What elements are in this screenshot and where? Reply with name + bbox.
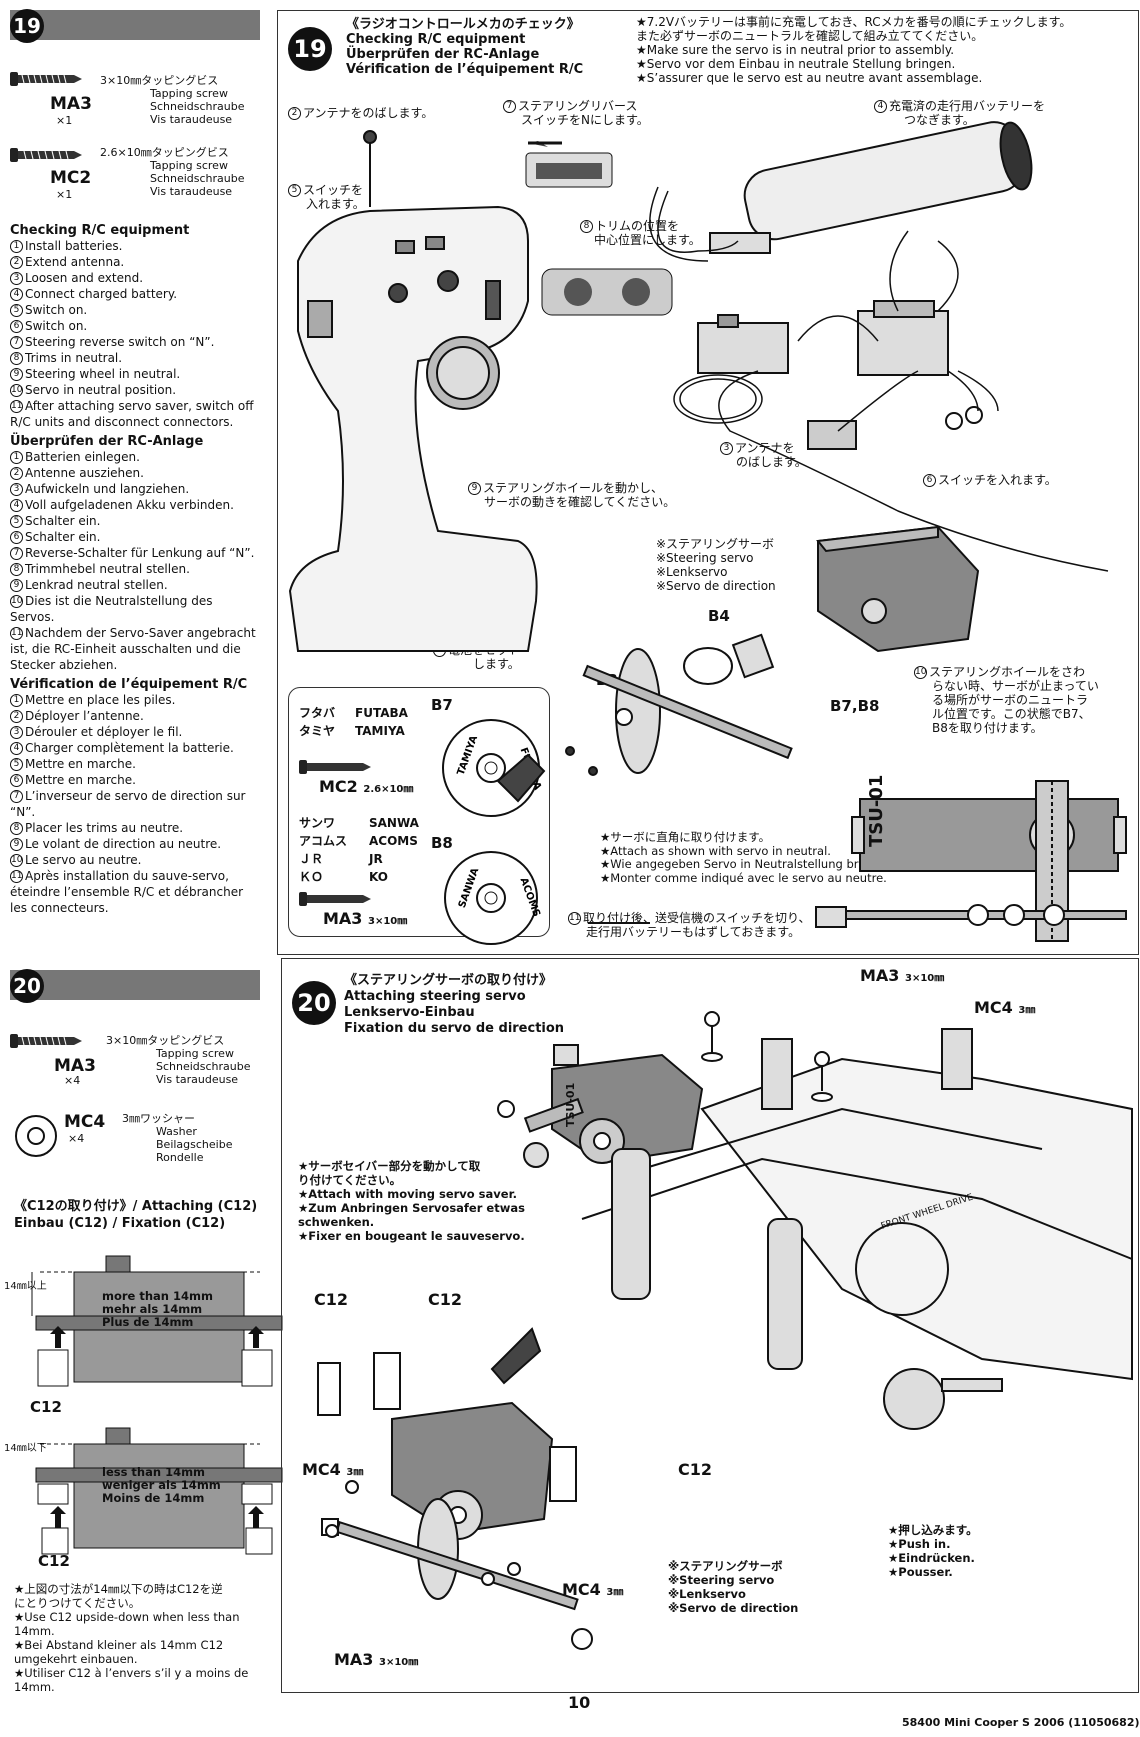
part-qty: ×4 [68, 1132, 85, 1145]
servo-less-illustration [35, 1427, 283, 1555]
label-b8: B8 [431, 834, 453, 852]
part-desc: 3×10㎜タッピングビス Tapping screw Schneidschrau… [100, 74, 245, 126]
panel-title: 《ラジオコントロールメカのチェック》 Checking R/C equipmen… [346, 17, 584, 77]
label-mc4-top: MC4 3㎜ [974, 998, 1036, 1017]
part-ma3-step20: MA3 ×4 3×10㎜タッピングビス Tapping screw Schnei… [10, 1028, 265, 1087]
b8-disc: SANWA ACOMS [444, 851, 542, 945]
part-ma3-step19: MA3 ×1 3×10㎜タッピングビス Tapping screw Schnei… [10, 66, 265, 127]
label-b78: B7,B8 [830, 697, 880, 715]
servo-label: ※ステアリングサーボ※Steering servo※Lenkservo※Serv… [668, 1559, 799, 1615]
label-mc4-left: MC4 3㎜ [302, 1460, 364, 1479]
part-mc4-step20: MC4 ×4 3㎜ワッシャー Washer Beilagscheibe Rond… [10, 1110, 265, 1164]
transmitter-illustration: TSU-01 [288, 121, 1127, 942]
attach-note: ★サーボに直角に取り付けます。★Attach as shown with ser… [600, 830, 895, 885]
label-b7: B7 [431, 696, 453, 714]
en-title: Checking R/C equipment [10, 223, 190, 238]
part-desc: 2.6×10㎜タッピングビス Tapping screw Schneidschr… [100, 146, 245, 198]
screw-icon [10, 72, 82, 86]
label-c12-c: C12 [678, 1460, 713, 1479]
step19-panel-number: 19 [288, 27, 332, 71]
label-b4: B4 [708, 607, 730, 625]
step19-panel: 19 《ラジオコントロールメカのチェック》 Checking R/C equip… [277, 10, 1139, 955]
part-qty: ×1 [56, 114, 73, 127]
c12-label: C12 [38, 1552, 70, 1570]
part-code: MA3 [54, 1056, 96, 1076]
label-mc4-bottom: MC4 3㎜ [562, 1580, 624, 1599]
servo-brand-box: フタバ FUTABA タミヤ TAMIYA B7 MC2 2.6×10㎜ サンワ… [288, 687, 550, 945]
panel-title: 《ステアリングサーボの取り付け》 Attaching steering serv… [344, 973, 565, 1036]
step20-header-bar [10, 970, 260, 1000]
more-label: 14㎜以上 [4, 1281, 47, 1292]
screw-icon [10, 148, 82, 162]
part-qty: ×4 [64, 1074, 81, 1087]
servo-more-illustration [31, 1255, 283, 1387]
part-qty: ×1 [56, 188, 73, 201]
step19-number: 19 [10, 9, 44, 43]
step19-header-bar [10, 10, 260, 40]
screw-icon [299, 892, 371, 906]
part-code: MA3 [50, 94, 92, 114]
c12-notes: ★上図の寸法が14㎜以下の時はC12を逆にとりつけてください。★Use C12 … [14, 1582, 249, 1694]
washer-icon [15, 1115, 57, 1157]
step20-number: 20 [10, 969, 44, 1003]
page-number: 10 [568, 1693, 591, 1712]
fr-title: Vérification de l’équipement R/C [10, 677, 248, 692]
servo-label-text: TSU-01 [866, 775, 887, 847]
part-desc: 3×10㎜タッピングビス Tapping screw Schneidschrau… [106, 1034, 251, 1086]
c12-label: C12 [30, 1398, 62, 1416]
push-note: ★押し込みます。★Push in.★Eindrücken.★Pousser. [888, 1523, 978, 1579]
de-title: Überprüfen der RC-Anlage [10, 434, 204, 449]
part-code: MC2 [50, 168, 92, 188]
step20-panel: 20 《ステアリングサーボの取り付け》 Attaching steering s… [281, 958, 1139, 1693]
step20-panel-number: 20 [292, 981, 336, 1025]
model-footer: 58400 Mini Cooper S 2006 (11050682) [902, 1716, 1140, 1729]
label-c12-b: C12 [428, 1290, 463, 1309]
c12-title: 《C12の取り付け》/ Attaching (C12)Einbau (C12) … [14, 1199, 258, 1231]
servo-label-text: TSU-01 [564, 1083, 577, 1127]
servo-label: ※ステアリングサーボ※Steering servo※Lenkservo※Serv… [656, 537, 776, 593]
part-code: MC4 [64, 1112, 106, 1132]
move-note: ★サーボセイバー部分を動かして取り付けてください。★Attach with mo… [298, 1159, 525, 1243]
screw-icon [299, 760, 371, 774]
panel-notes: ★7.2Vバッテリーは事前に充電しておき、RCメカを番号の順にチェックします。 … [636, 15, 1072, 85]
label-ma3-bottom: MA3 3×10㎜ [334, 1650, 419, 1669]
label-ma3-top: MA3 3×10㎜ [860, 966, 945, 985]
label-c12-a: C12 [314, 1290, 349, 1309]
screw-icon [10, 1034, 82, 1048]
less-label: 14㎜以下 [4, 1443, 47, 1454]
part-mc2-step19: MC2 ×1 2.6×10㎜タッピングビス Tapping screw Schn… [10, 142, 265, 201]
part-desc: 3㎜ワッシャー Washer Beilagscheibe Rondelle [122, 1112, 233, 1164]
steering-servo-illustration: FRONT WHEEL DRIVE TSU-01 [317, 1011, 1133, 1650]
